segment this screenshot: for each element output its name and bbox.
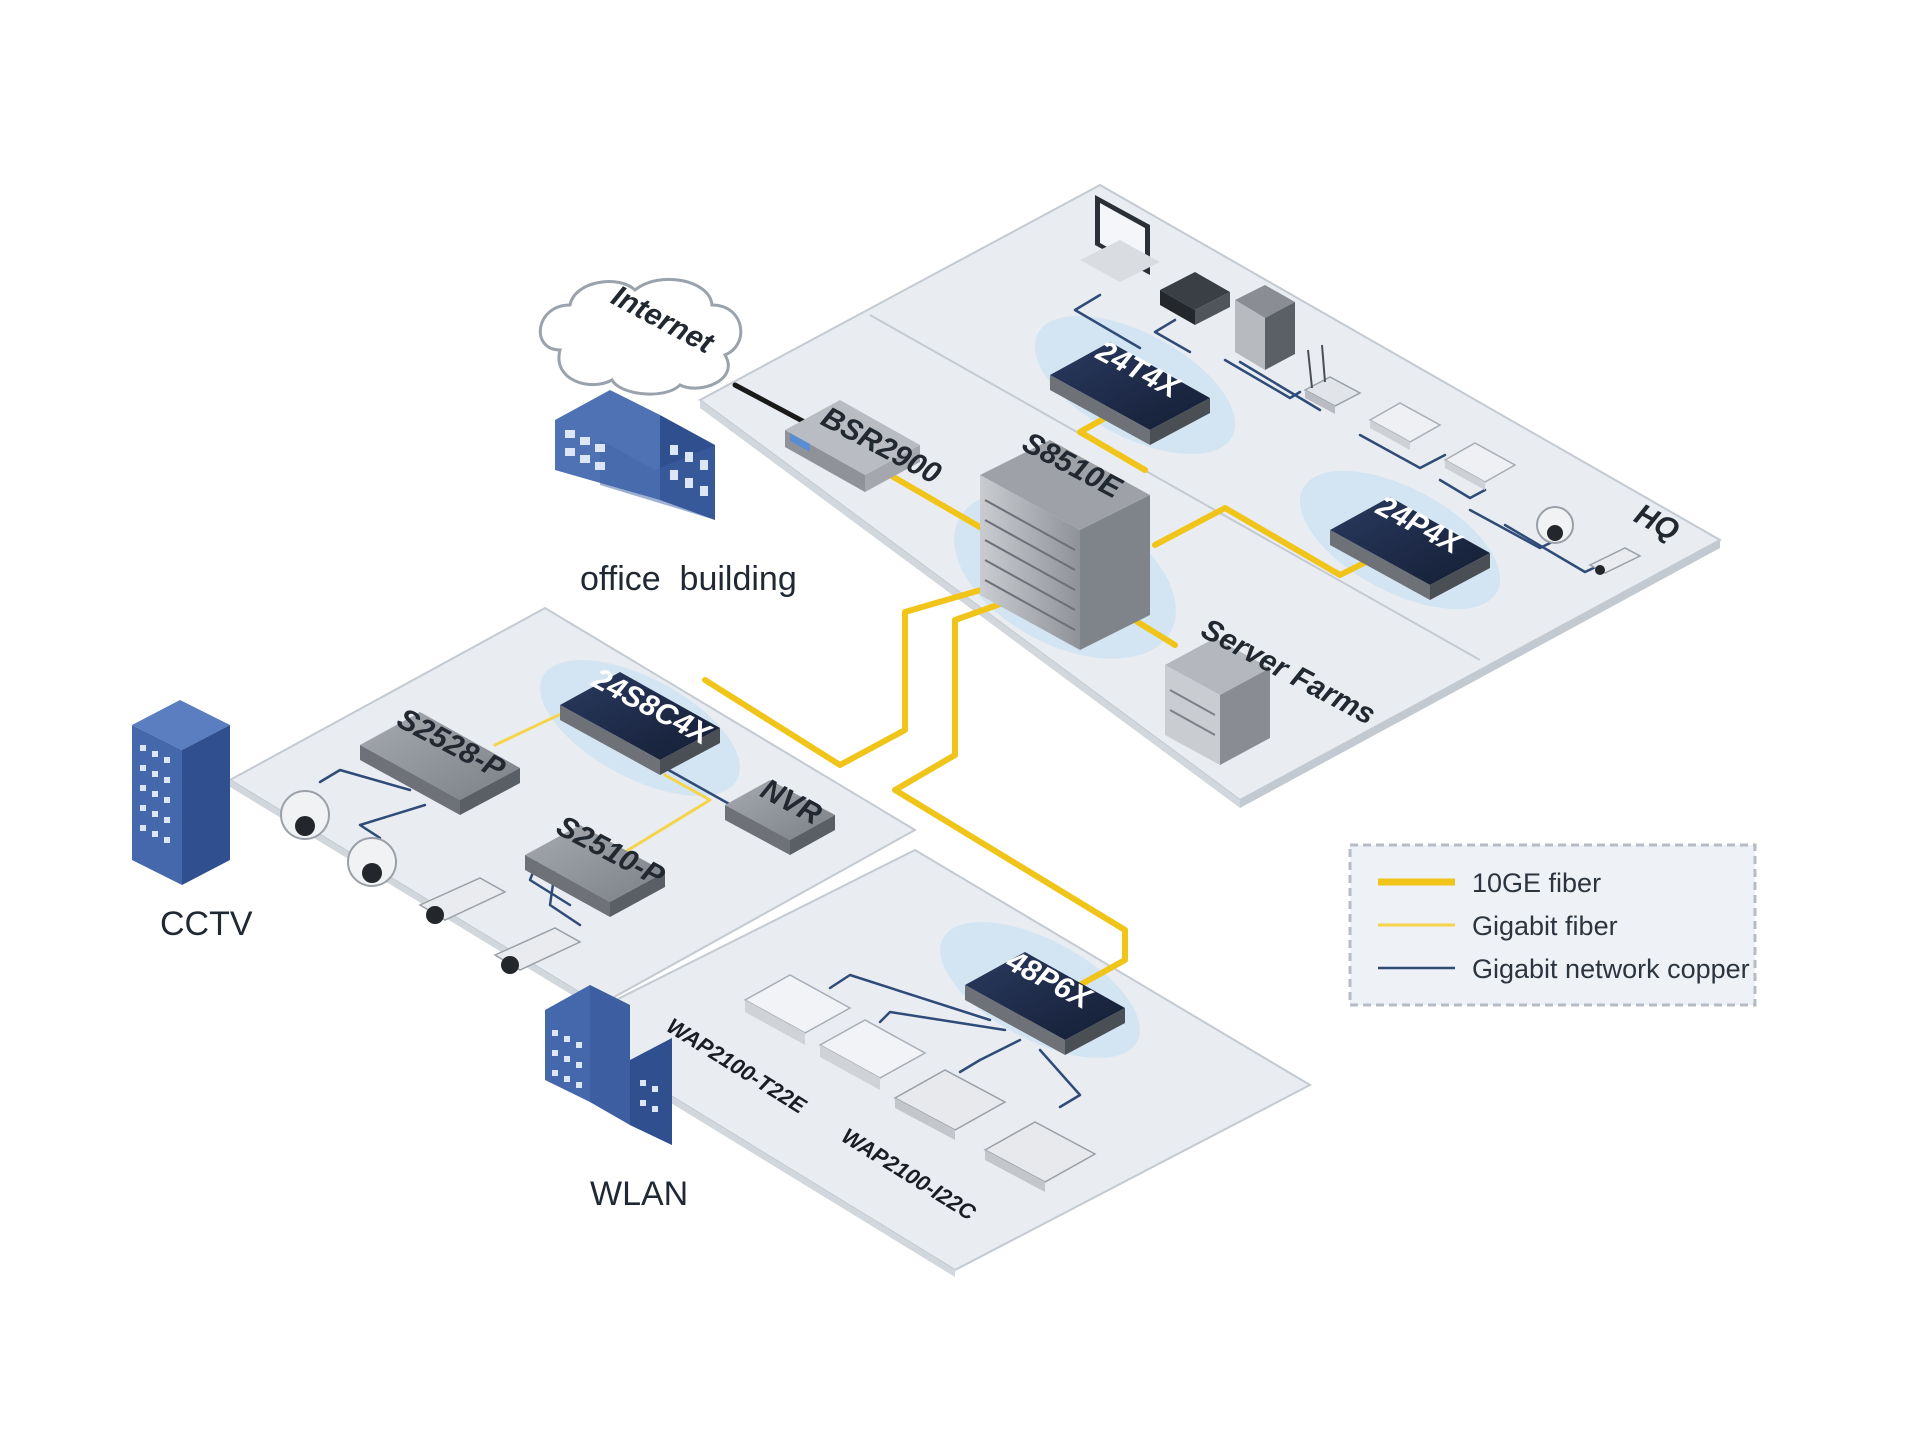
access-point-icon bbox=[983, 1121, 1097, 1192]
dome-camera-icon bbox=[1536, 506, 1574, 544]
legend: 10GE fiber Gigabit fiber Gigabit network… bbox=[1348, 843, 1757, 1007]
link-copper-wlan-ap4 bbox=[1038, 1048, 1082, 1109]
cloud-icon bbox=[538, 277, 743, 396]
link-10ge-core-24s8c4x bbox=[702, 577, 1018, 768]
sw-48p6x-device bbox=[965, 952, 1125, 1055]
hq-divider bbox=[869, 314, 1481, 661]
platforms bbox=[227, 183, 1723, 1277]
access-point-icon bbox=[1443, 442, 1517, 490]
s2528p-device bbox=[360, 712, 520, 815]
link-copper-router bbox=[1238, 360, 1322, 412]
legend-label-10ge: 10GE fiber bbox=[1472, 868, 1601, 898]
link-copper-monitor bbox=[1073, 293, 1142, 350]
link-10ge-core-24p4x bbox=[1152, 505, 1373, 578]
link-copper-printer bbox=[1153, 318, 1192, 354]
bullet-camera-icon bbox=[1588, 547, 1642, 575]
cctv-label: CCTV bbox=[160, 905, 253, 943]
hq-platform-edge-right bbox=[1240, 540, 1720, 808]
sw-24p4x-device bbox=[1330, 497, 1490, 600]
pc-tower-icon bbox=[1235, 285, 1295, 370]
link-10ge-core-24t4x bbox=[1077, 415, 1148, 473]
wlan-label: WLAN bbox=[590, 1175, 688, 1213]
dome-camera-icon bbox=[347, 837, 397, 887]
router-icon bbox=[1303, 344, 1362, 414]
legend-label-gigabit: Gigabit fiber bbox=[1472, 911, 1618, 941]
access-point-icon bbox=[818, 1019, 927, 1090]
printer-icon bbox=[1160, 272, 1230, 325]
bullet-camera-icon bbox=[493, 927, 582, 974]
office-building-icon bbox=[555, 390, 715, 520]
link-10ge-core-48p6x bbox=[892, 587, 1128, 988]
legend-label-copper: Gigabit network copper bbox=[1472, 954, 1750, 984]
access-point-icon bbox=[743, 974, 852, 1045]
link-gigabit-24s8c4x-s2510p bbox=[618, 773, 712, 857]
link-copper-ap1 bbox=[1358, 433, 1447, 470]
link-copper-pc bbox=[1223, 358, 1302, 400]
sw-24s8c4x-device bbox=[560, 672, 720, 775]
nvr-device bbox=[725, 780, 835, 855]
server-icon bbox=[1165, 638, 1270, 765]
bsr2900-device bbox=[785, 400, 920, 492]
sw-24t4x-device bbox=[1050, 342, 1210, 445]
link-copper-ap2 bbox=[1438, 478, 1487, 500]
dome-camera-icon bbox=[280, 790, 330, 840]
link-10ge-bsr-core bbox=[887, 472, 988, 533]
monitor-icon bbox=[1080, 195, 1160, 282]
link-copper-wlan-ap3 bbox=[958, 1038, 1022, 1074]
link-copper-cctv-cam2 bbox=[358, 803, 427, 840]
tower-building-icon bbox=[132, 700, 230, 885]
link-copper-cctv-cam1 bbox=[318, 768, 412, 792]
link-internet-bsr bbox=[732, 382, 813, 428]
link-copper-wlan-ap2 bbox=[878, 1010, 1007, 1032]
s8510e-device bbox=[980, 440, 1150, 650]
bullet-camera-icon bbox=[418, 877, 507, 924]
link-copper-wlan-ap1 bbox=[828, 973, 992, 1022]
hq-platform-edge bbox=[700, 400, 1240, 808]
access-point-icon bbox=[1368, 402, 1442, 450]
s2510p-device bbox=[525, 825, 665, 917]
office-building-label: office building bbox=[580, 560, 797, 598]
tower-building-icon bbox=[545, 985, 672, 1145]
access-point-icon bbox=[893, 1069, 1007, 1140]
